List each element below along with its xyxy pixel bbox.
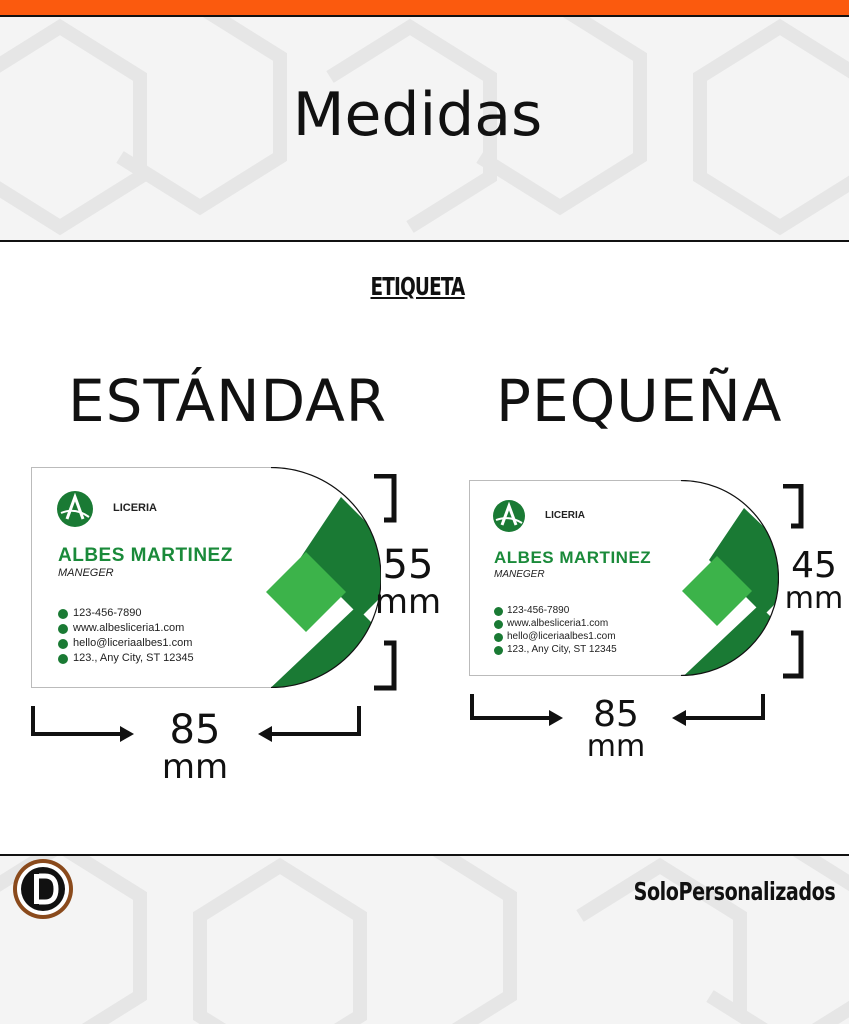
email-icon — [494, 633, 503, 642]
height-bracket-bottom-small — [783, 630, 804, 679]
size-label-standard: ESTÁNDAR — [68, 367, 388, 435]
card-phone: 123-456-7890 — [73, 607, 142, 619]
height-bracket-bottom-standard — [374, 640, 397, 691]
card-website: www.albesliceria1.com — [73, 622, 185, 634]
width-unit-small: mm — [586, 729, 646, 764]
footer-banner — [0, 856, 849, 1024]
card-brand: LICERIA — [545, 510, 585, 521]
height-bracket-top-standard — [374, 474, 397, 523]
header-banner — [0, 17, 849, 240]
phone-icon — [494, 607, 503, 616]
hexagon-pattern-background — [0, 17, 849, 236]
email-icon — [58, 639, 68, 649]
card-website: www.albesliceria1.com — [507, 618, 609, 629]
header-divider — [0, 240, 849, 242]
height-unit-small: mm — [784, 581, 844, 616]
business-card-standard: LICERIA ALBES MARTINEZ MANEGER 123-456-7… — [31, 467, 381, 688]
top-divider — [0, 15, 849, 17]
top-accent-bar — [0, 0, 849, 15]
card-address: 123., Any City, ST 12345 — [507, 644, 617, 655]
card-name: ALBES MARTINEZ — [494, 548, 652, 567]
card-email: hello@liceriaalbes1.com — [507, 631, 616, 642]
globe-icon — [58, 624, 68, 634]
height-value-standard: 55 — [382, 542, 434, 588]
location-icon — [58, 654, 68, 664]
card-phone: 123-456-7890 — [507, 605, 570, 616]
height-value-small: 45 — [791, 545, 837, 586]
width-value-standard: 85 — [169, 707, 221, 753]
brand-logo — [13, 859, 73, 919]
height-bracket-top-small — [783, 484, 804, 529]
card-shape — [469, 480, 779, 676]
card-brand: LICERIA — [113, 502, 157, 514]
card-shape — [31, 467, 381, 688]
card-email: hello@liceriaalbes1.com — [73, 637, 193, 649]
section-title: ETIQUETA — [370, 272, 465, 301]
card-role: MANEGER — [494, 569, 545, 580]
height-unit-standard: mm — [374, 582, 442, 622]
location-icon — [494, 646, 503, 655]
footer-brand-name: SoloPersonalizados — [633, 877, 835, 906]
card-role: MANEGER — [58, 567, 114, 579]
globe-icon — [494, 620, 503, 629]
width-arrow-left-small — [470, 694, 563, 726]
phone-icon — [58, 609, 68, 619]
business-card-small: LICERIA ALBES MARTINEZ MANEGER 123-456-7… — [469, 480, 779, 676]
width-value-small: 85 — [593, 694, 639, 735]
page-title: Medidas — [292, 80, 543, 150]
width-arrow-right-standard — [258, 706, 361, 742]
size-label-small: PEQUEÑA — [496, 367, 783, 435]
footer-divider — [0, 854, 849, 856]
card-name: ALBES MARTINEZ — [58, 545, 233, 566]
width-arrow-left-standard — [31, 706, 134, 742]
width-unit-standard: mm — [161, 747, 229, 787]
width-arrow-right-small — [672, 694, 765, 726]
card-address: 123., Any City, ST 12345 — [73, 652, 194, 664]
